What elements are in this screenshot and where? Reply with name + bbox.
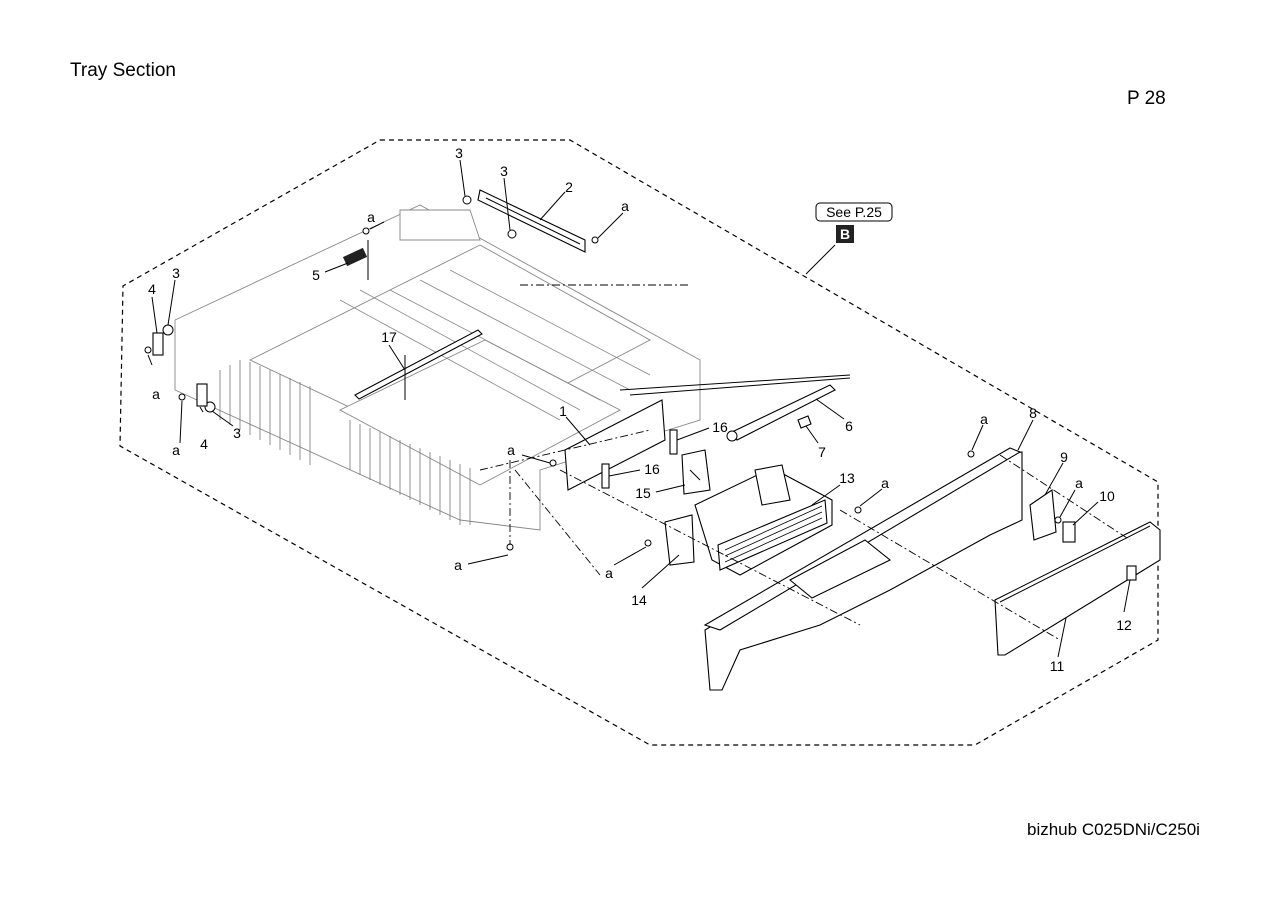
fasteners [144, 195, 1062, 552]
part-5-spring [342, 240, 369, 280]
footer-model-name: bizhub C025DNi/C250i [1027, 820, 1200, 839]
see-page-label: See P.25 [826, 204, 882, 220]
callout-16: 16 [712, 419, 728, 435]
part-4-plate-upper [152, 332, 164, 356]
part-4-plate-lower [196, 383, 208, 407]
part-14-bracket [664, 514, 695, 566]
part-15-guide [681, 449, 711, 495]
tray-body [174, 204, 701, 531]
part-12-label [1126, 565, 1137, 581]
page-title: Tray Section [70, 60, 176, 81]
reference-badge [836, 225, 854, 243]
callout-13: 13 [839, 470, 855, 486]
part-7-pin [797, 415, 812, 429]
callout-a: a [454, 557, 462, 573]
part-9-latch [1029, 489, 1057, 541]
callout-17: 17 [381, 329, 397, 345]
part-10-knob [1062, 521, 1076, 543]
callout-a: a [507, 442, 515, 458]
callout-9: 9 [1060, 449, 1068, 465]
callout-11: 11 [1050, 658, 1065, 674]
page-number: P 28 [1127, 88, 1166, 109]
callout-labels: 3 3 2 a a 5 3 4 a 17 4 3 a 1 16 16 a 15 … [148, 145, 1132, 674]
callout-a: a [621, 198, 629, 214]
callout-a: a [152, 386, 160, 402]
part-11-front-panel [994, 521, 1161, 656]
callout-8: 8 [1029, 405, 1037, 421]
reference-badge-letter: B [840, 226, 850, 242]
callout-6: 6 [845, 418, 853, 434]
callout-5: 5 [312, 267, 320, 283]
part-17-strip [354, 329, 483, 400]
callout-a: a [1075, 475, 1083, 491]
callout-4: 4 [200, 436, 208, 452]
callout-16: 16 [644, 461, 660, 477]
leader-lines [147, 159, 1131, 658]
callout-3: 3 [455, 145, 463, 161]
callout-1: 1 [559, 403, 567, 419]
callout-3: 3 [172, 265, 180, 281]
callout-14: 14 [631, 592, 647, 608]
see-page-reference: See P.25 B [805, 202, 893, 275]
callout-a: a [605, 565, 613, 581]
callout-15: 15 [635, 485, 651, 501]
callout-a: a [367, 209, 375, 225]
assembly-boundary [119, 139, 1159, 746]
callout-a: a [172, 442, 180, 458]
callout-3: 3 [233, 425, 241, 441]
part-13-frame [694, 464, 833, 576]
callout-3: 3 [500, 163, 508, 179]
part-16-pin-lower [601, 463, 610, 489]
part-6-lever [731, 384, 836, 441]
part-16-pin-upper [669, 429, 678, 455]
callout-2: 2 [565, 179, 573, 195]
callout-a: a [881, 475, 889, 491]
part-1-bracket [564, 399, 666, 491]
callout-12: 12 [1116, 617, 1132, 633]
callout-a: a [980, 411, 988, 427]
assembly-lines [479, 284, 1131, 641]
part-2-rail [477, 189, 586, 253]
callout-4: 4 [148, 281, 156, 297]
callout-10: 10 [1099, 488, 1115, 504]
callout-7: 7 [818, 444, 826, 460]
part-8-front-cover [703, 447, 1023, 691]
